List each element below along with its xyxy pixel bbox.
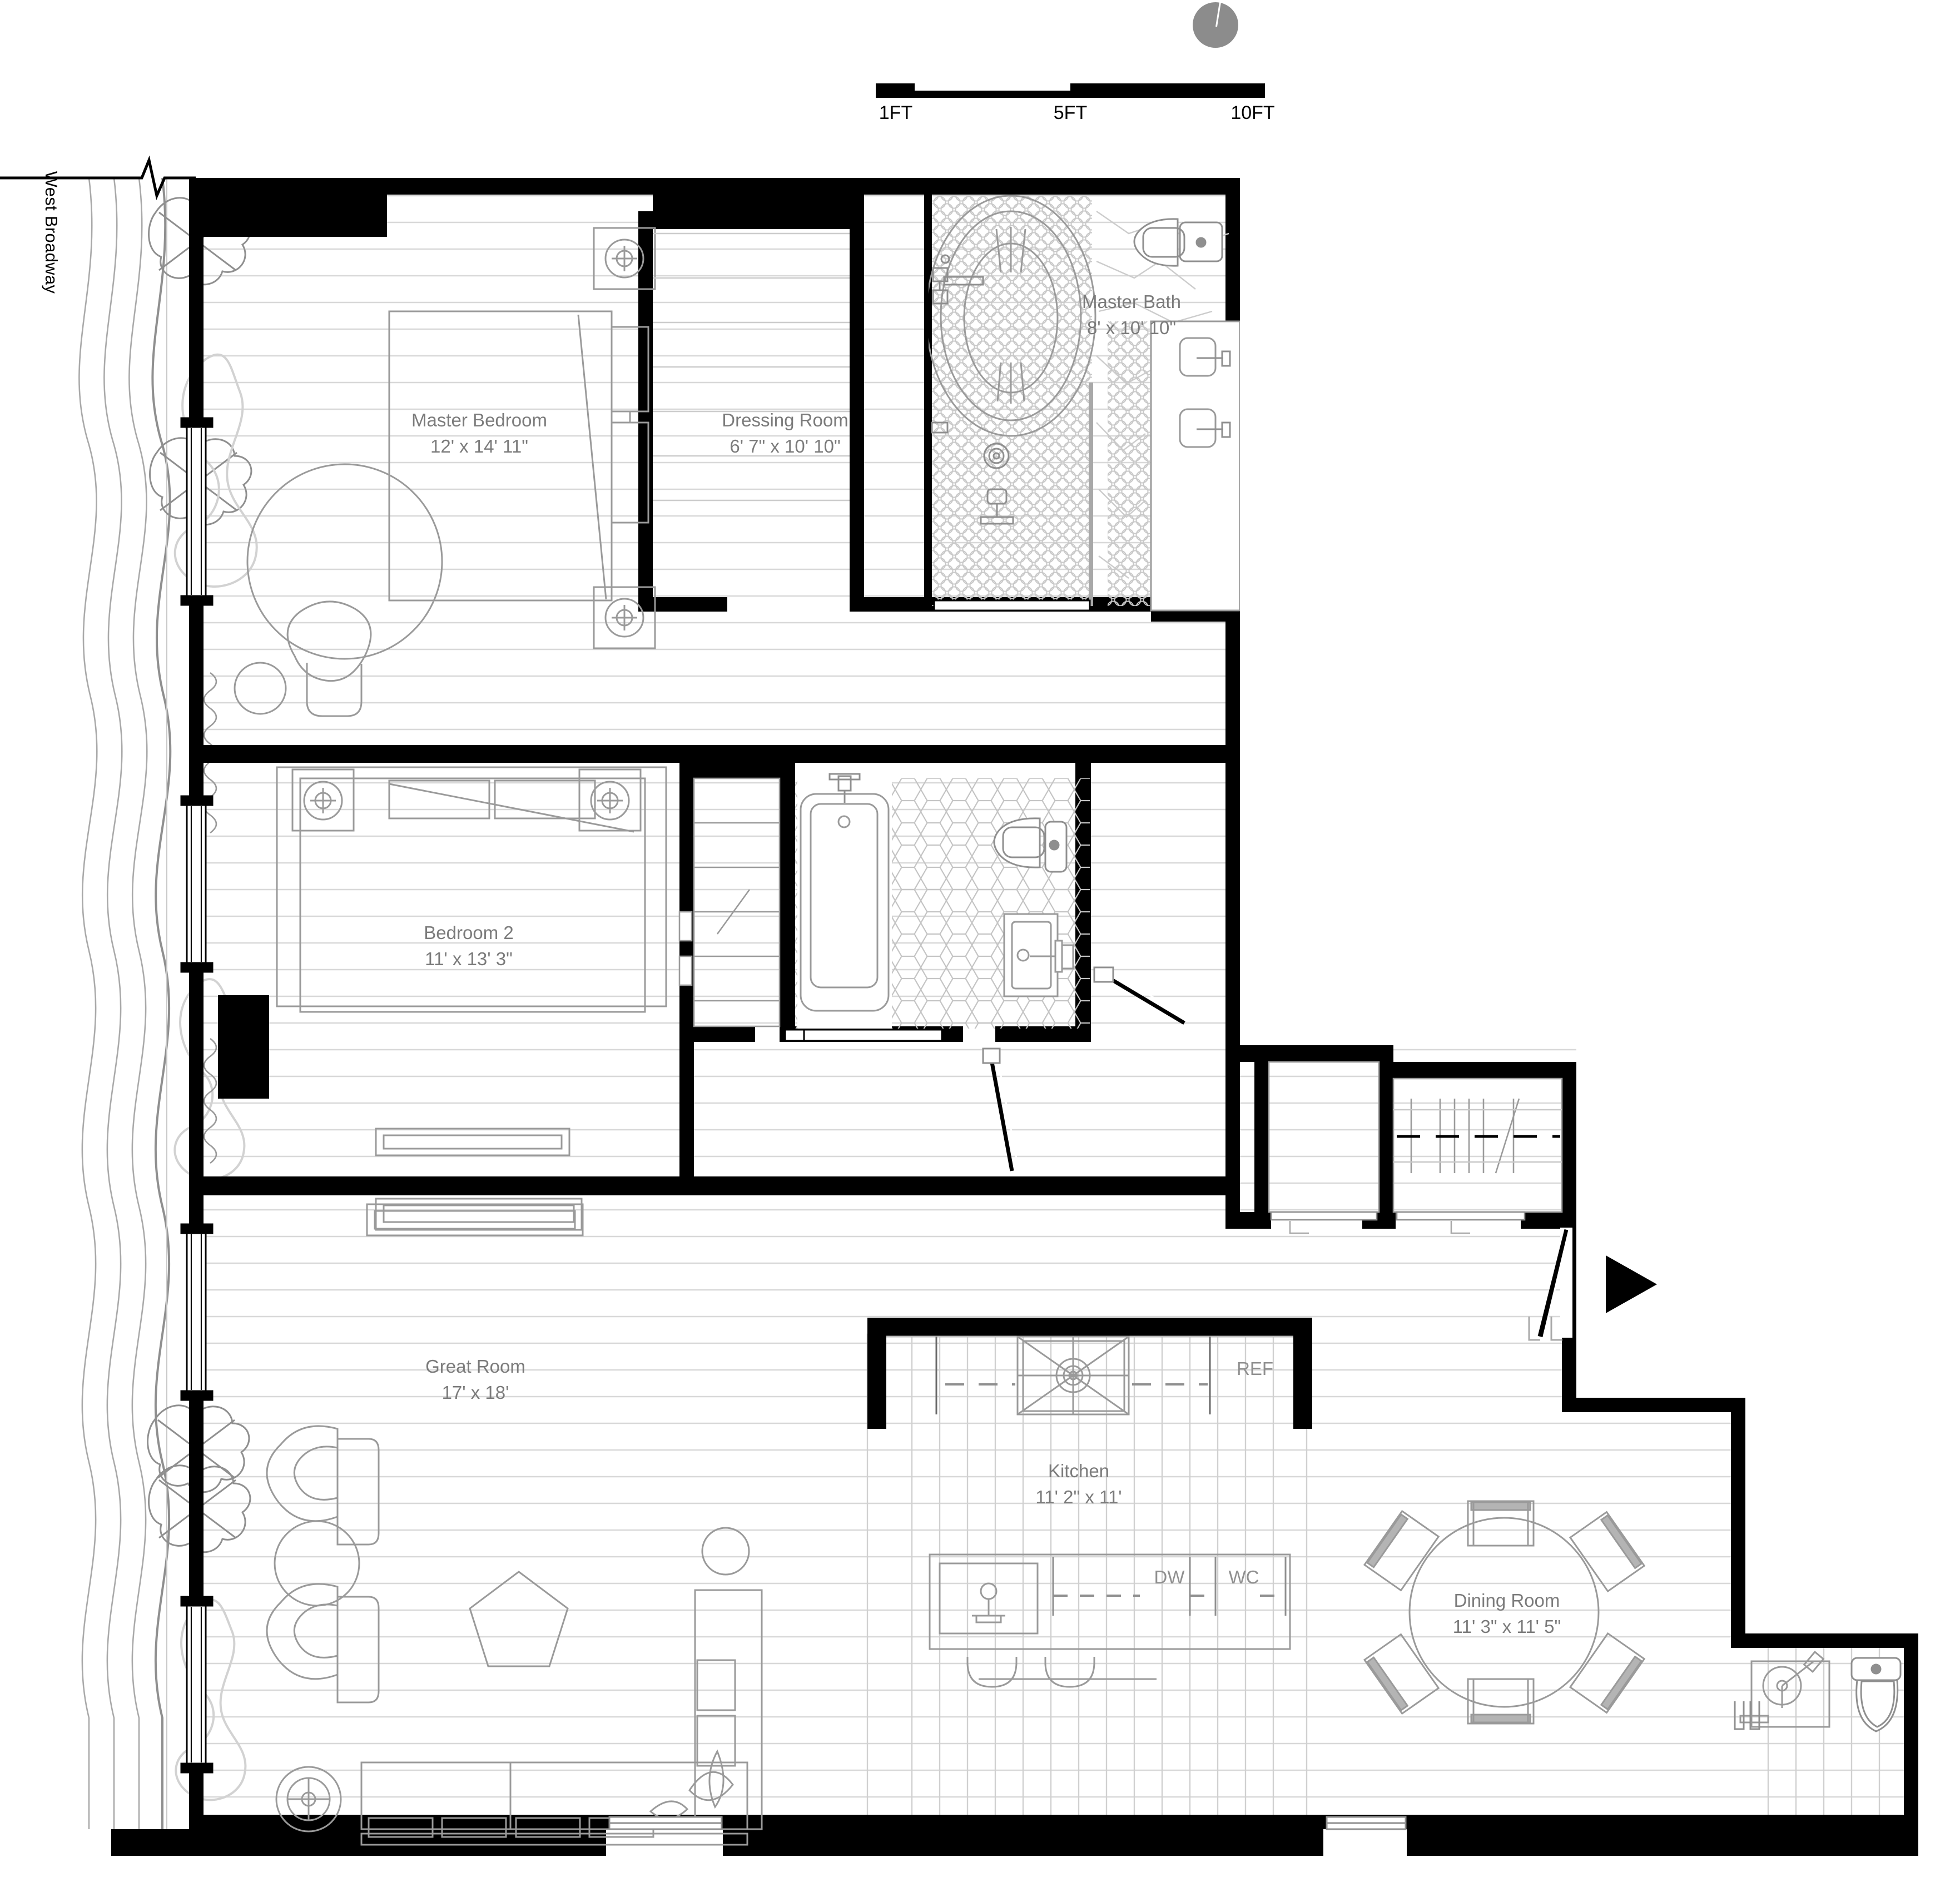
vanity-faucets: [1197, 350, 1231, 438]
powder-room-fixtures: [1734, 1650, 1902, 1732]
appliance-label-wine-cooler: WC: [1228, 1567, 1259, 1587]
scale-tick-1ft: 1FT: [879, 102, 913, 123]
street-label: West Broadway: [42, 171, 61, 294]
scale-bar: 1FT 5FT 10FT: [876, 83, 1276, 128]
scale-tick-10ft: 10FT: [1230, 102, 1275, 123]
master-bath-door: [933, 599, 1091, 612]
dining-chair: [1363, 1509, 1440, 1592]
north-arrow-icon: [1193, 0, 1238, 48]
master-bedroom-furniture: [234, 227, 656, 717]
exterior-walls: [111, 178, 1918, 1857]
appliance-label-refrigerator: REF: [1237, 1358, 1273, 1379]
dining-chair: [1467, 1678, 1535, 1725]
bath-corridor-door: [1093, 966, 1187, 1025]
great-room-furniture: [266, 1203, 763, 1846]
bath2-door: [784, 1029, 943, 1042]
bedroom2-furniture: [276, 766, 667, 1231]
street-edge-line: [0, 155, 196, 201]
dining-chair: [1569, 1632, 1646, 1714]
dining-set: [1363, 1500, 1646, 1725]
bath2: [795, 773, 1090, 1029]
street-sidewalk: [78, 177, 172, 1829]
entry-direction-arrow: [1606, 1255, 1657, 1313]
dressing-room-shelving: [653, 232, 850, 501]
bedroom2-column: [218, 995, 269, 1099]
bedroom2-door: [982, 1047, 1020, 1171]
appliance-label-dishwasher: DW: [1154, 1567, 1185, 1587]
master-bath: [929, 195, 1240, 612]
entry-closets: [1268, 1061, 1563, 1234]
scale-tick-5ft: 5FT: [1053, 102, 1088, 123]
dining-chair: [1569, 1511, 1646, 1593]
dining-chair: [1467, 1500, 1535, 1547]
south-facade-openings: [608, 1816, 1407, 1830]
dining-chair: [1363, 1633, 1440, 1715]
entry-door: [1528, 1228, 1572, 1341]
west-windows: [180, 417, 214, 1774]
kitchen-fixtures: [886, 1335, 1293, 1688]
bedroom2-closet: [678, 777, 781, 1027]
